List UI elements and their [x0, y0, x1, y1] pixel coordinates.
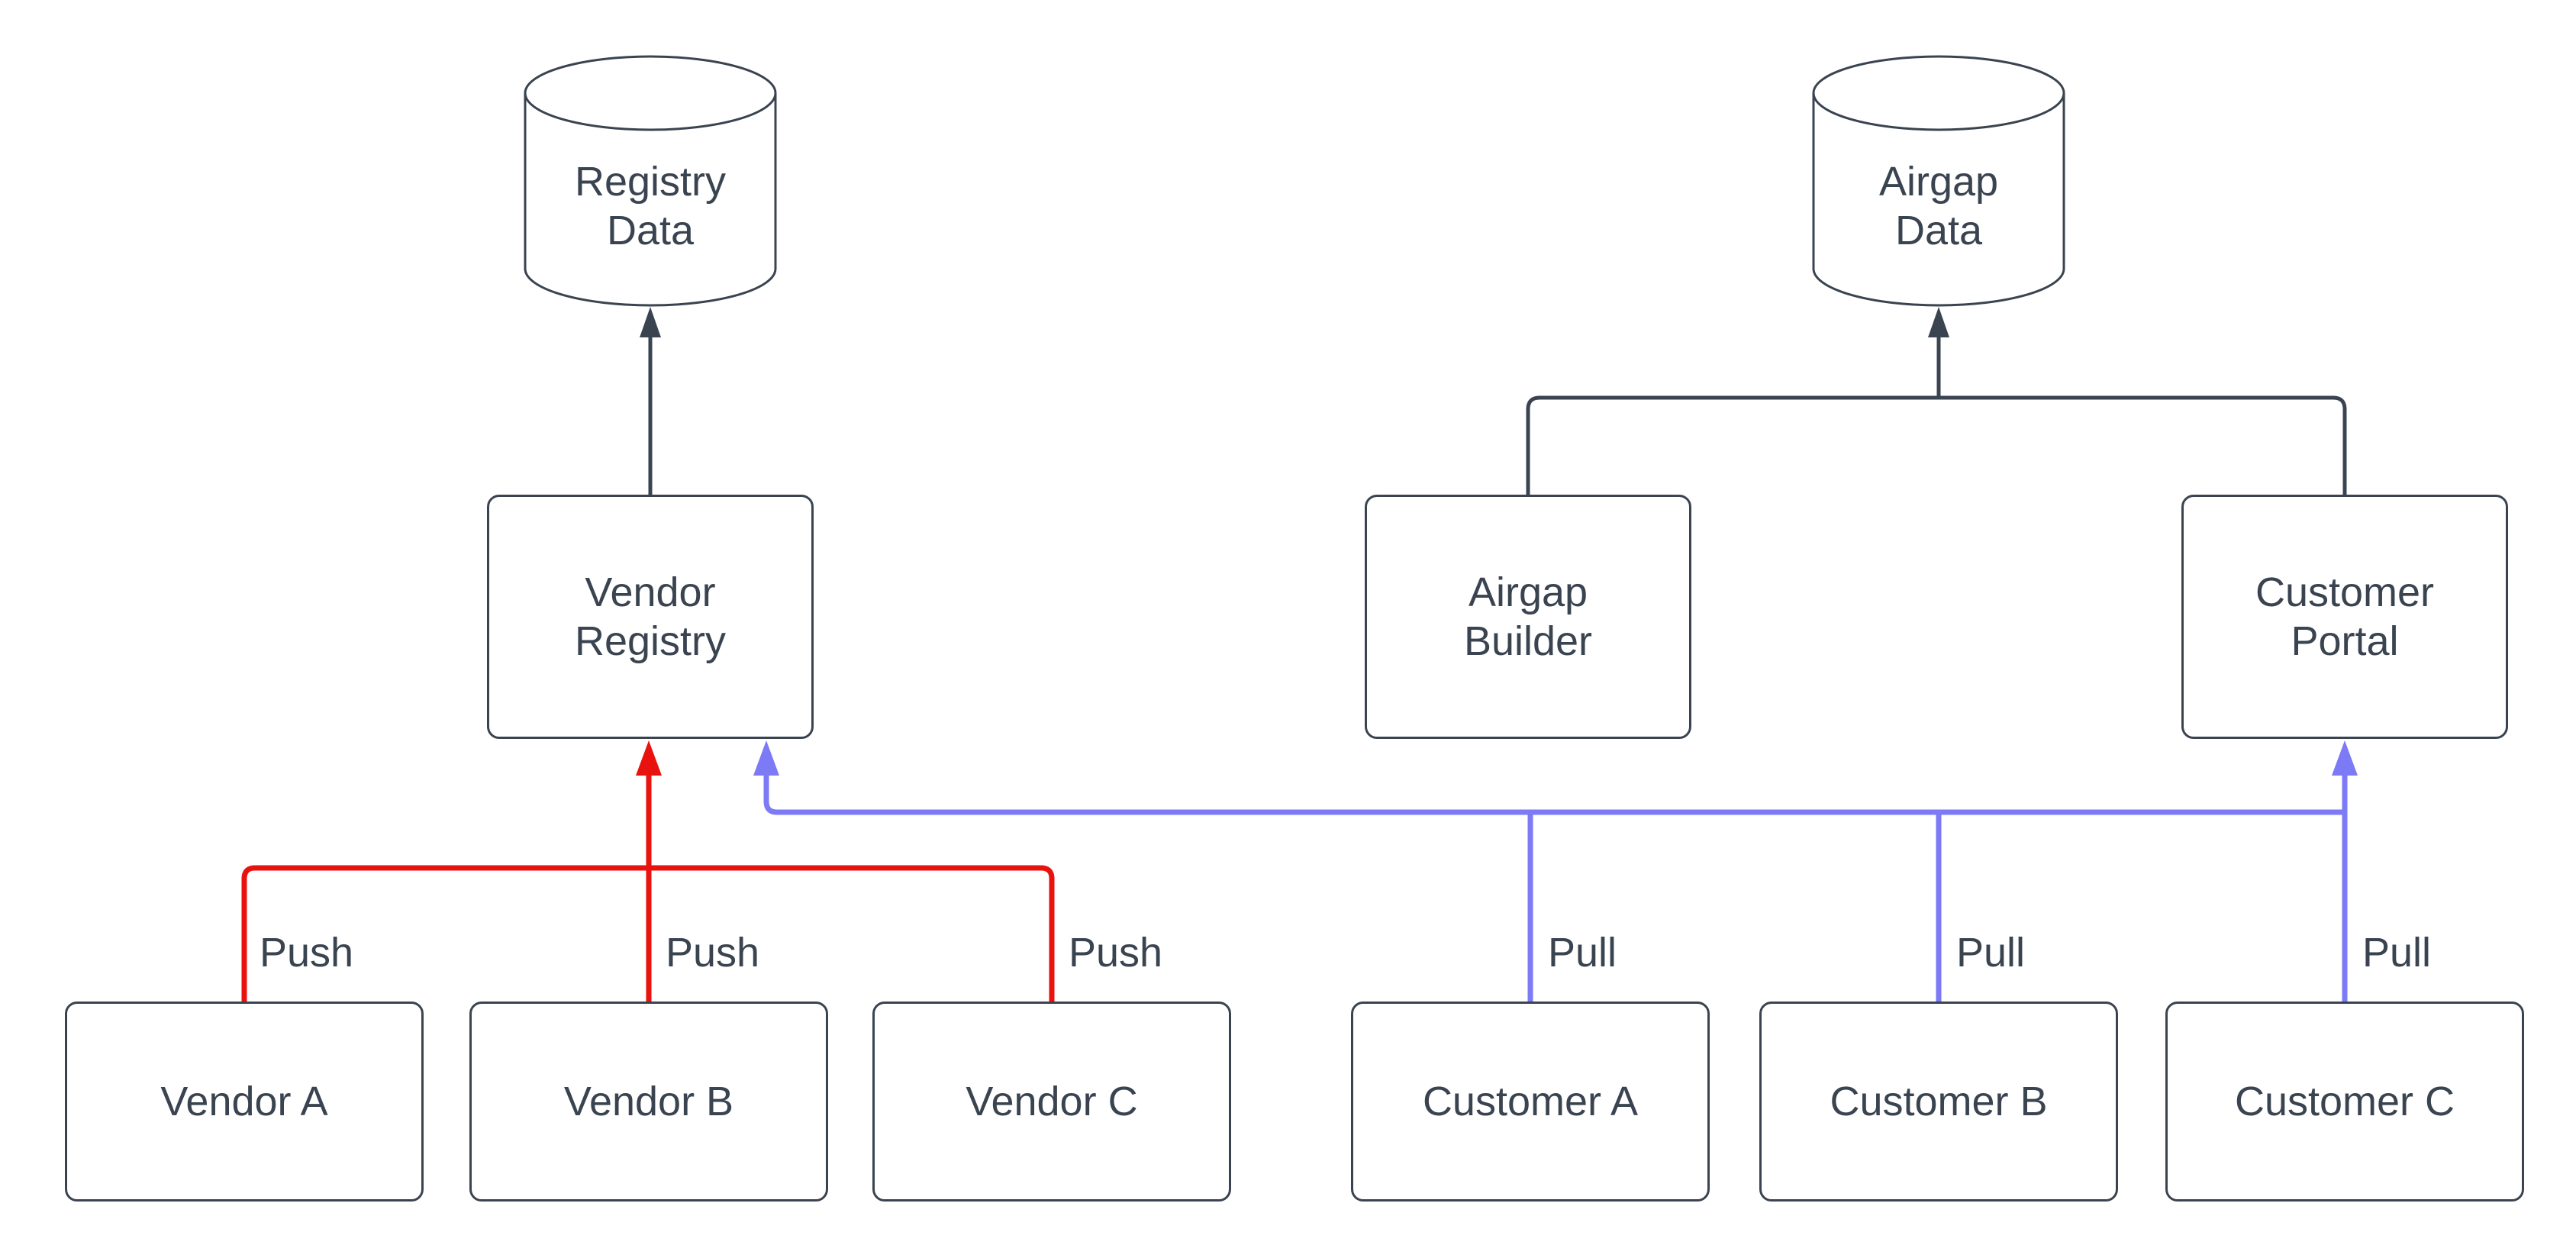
node-vendor-b: Vendor B — [469, 1002, 828, 1202]
edge-vendor-registry-to-registry-data — [640, 307, 661, 495]
node-customer-a: Customer A — [1351, 1002, 1710, 1202]
node-airgap-builder: Airgap Builder — [1365, 495, 1691, 739]
arrowhead-registry-data — [640, 307, 661, 337]
edge-label-pull-customer-a: Pull — [1548, 930, 1617, 976]
arrowhead-pull-customer-portal — [2332, 740, 2358, 776]
edge-label-pull-customer-c: Pull — [2362, 930, 2432, 976]
edge-label-push-vendor-b: Push — [666, 930, 760, 976]
node-customer-portal: Customer Portal — [2181, 495, 2508, 739]
arrowhead-push-vendor-registry — [636, 740, 662, 776]
node-vendor-a: Vendor A — [65, 1002, 424, 1202]
edge-label-push-vendor-a: Push — [260, 930, 354, 976]
node-vendor-c: Vendor C — [872, 1002, 1231, 1202]
edge-builder-portal-to-airgap-data — [1526, 307, 2347, 495]
edge-push-vendors-to-vendor-registry — [241, 740, 1055, 1002]
database-airgap-data-shape — [1812, 55, 2065, 307]
edge-label-pull-customer-b: Pull — [1956, 930, 2026, 976]
node-customer-c: Customer C — [2165, 1002, 2524, 1202]
edge-pull-customers — [753, 740, 2358, 1002]
node-customer-b: Customer B — [1759, 1002, 2118, 1202]
database-airgap-data-label: Airgap Data — [1878, 159, 1999, 253]
node-vendor-registry: Vendor Registry — [487, 495, 814, 739]
arrowhead-airgap-data — [1928, 307, 1949, 337]
edge-label-push-vendor-c: Push — [1069, 930, 1163, 976]
database-registry-data-shape — [524, 55, 777, 307]
database-registry-data-label: Registry Data — [574, 159, 727, 253]
arrowhead-pull-vendor-registry — [753, 740, 779, 776]
